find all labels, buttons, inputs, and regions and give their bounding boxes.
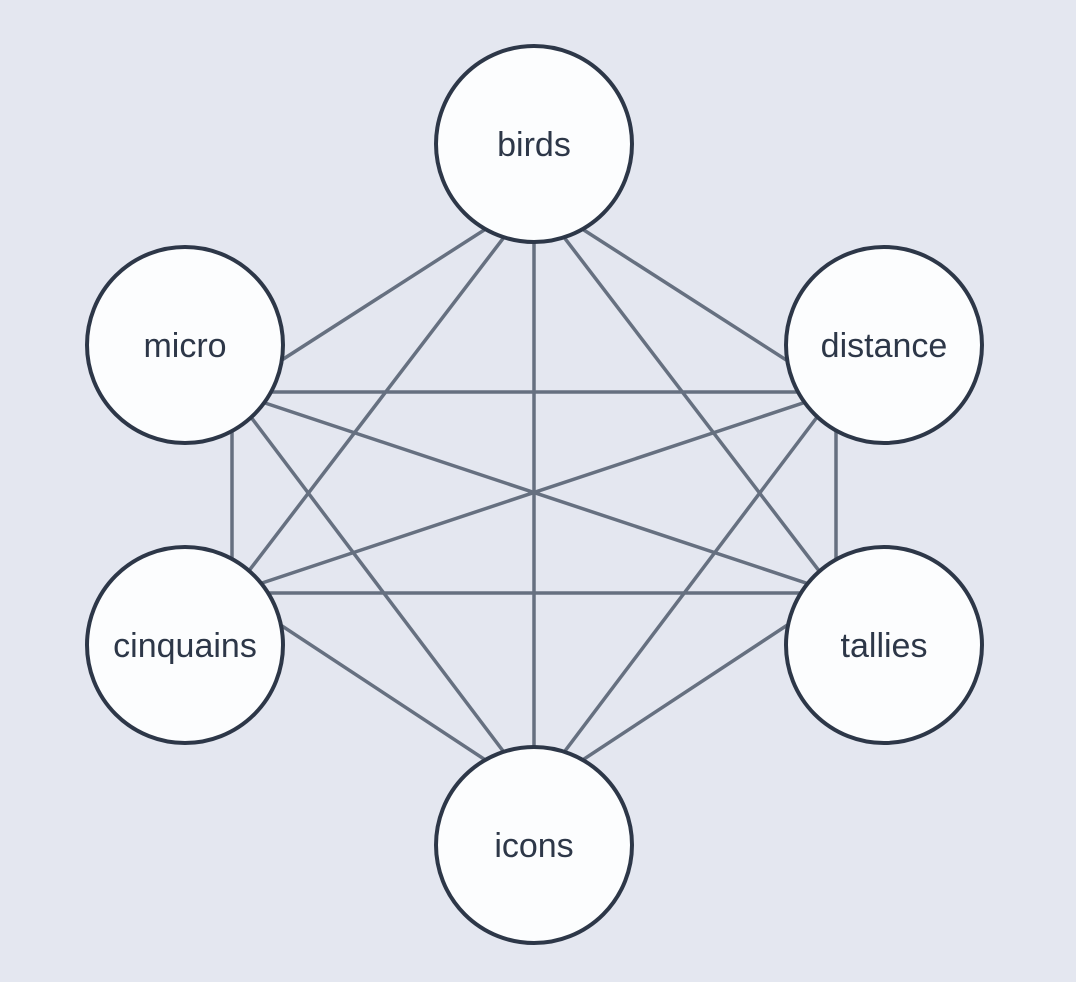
node-distance[interactable] [784, 245, 984, 445]
node-label-micro: micro [143, 327, 226, 365]
node-birds[interactable] [434, 44, 634, 244]
node-label-icons: icons [494, 827, 573, 865]
node-group-tallies: tallies [784, 545, 984, 745]
node-group-birds: birds [434, 44, 634, 244]
node-label-tallies: tallies [841, 627, 928, 665]
node-group-distance: distance [784, 245, 984, 445]
edge-birds-cinquains [230, 196, 536, 595]
node-cinquains[interactable] [85, 545, 285, 745]
node-label-distance: distance [821, 327, 948, 365]
node-group-micro: micro [85, 245, 285, 445]
node-label-cinquains: cinquains [113, 627, 257, 665]
node-icons[interactable] [434, 745, 634, 945]
edge-birds-tallies [532, 196, 838, 595]
node-label-birds: birds [497, 126, 571, 164]
edge-distance-cinquains [231, 390, 837, 595]
node-group-icons: icons [434, 745, 634, 945]
node-group-cinquains: cinquains [85, 545, 285, 745]
node-tallies[interactable] [784, 545, 984, 745]
node-micro[interactable] [85, 245, 285, 445]
